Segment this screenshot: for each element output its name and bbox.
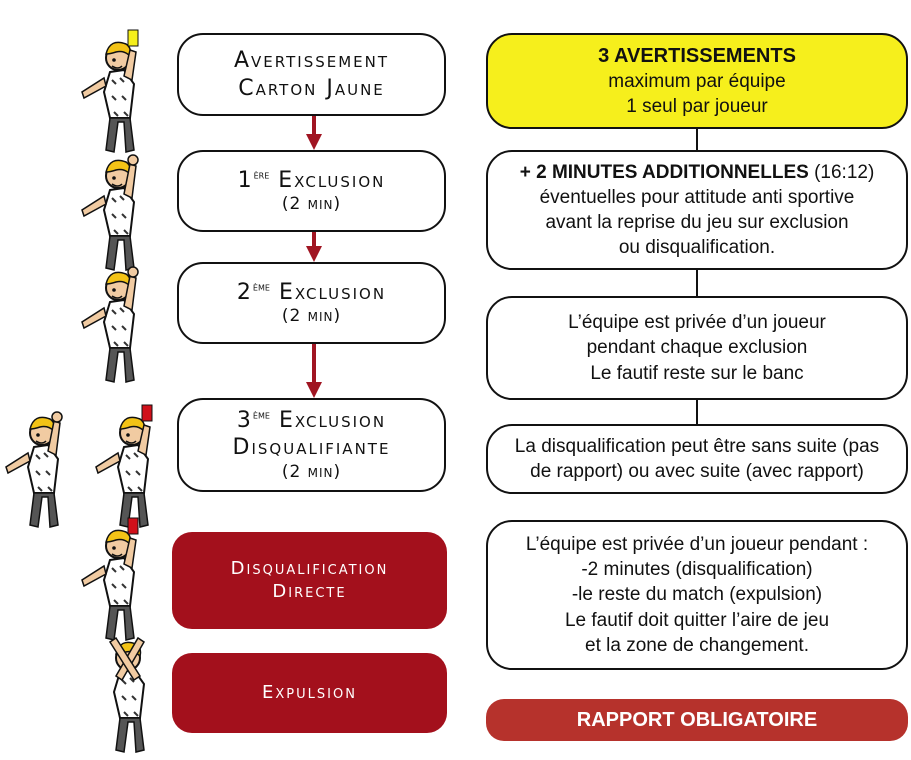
second-exclusion-duration: (2 min)	[281, 306, 342, 327]
warnings-title: 3 AVERTISSEMENTS	[598, 44, 796, 67]
direct-disqualification-box: Disqualification Directe	[172, 532, 447, 629]
additional-minutes-title-row: + 2 MINUTES ADDITIONNELLES (16:12)	[520, 160, 875, 185]
first-exclusion-number: 1	[237, 167, 254, 193]
warning-line1: Avertissement	[233, 48, 390, 73]
exclusion-effect-box: L’équipe est privée d’un joueur pendant …	[486, 296, 908, 400]
referee-red-card-icon	[95, 404, 153, 528]
exclusion-effect-line2: pendant chaque exclusion	[586, 337, 808, 359]
third-exclusion-duration: (2 min)	[281, 461, 342, 482]
direct-disqualification-line2: Directe	[272, 580, 347, 602]
team-penalty-line3: -le reste du match (expulsion)	[571, 584, 823, 606]
first-exclusion-duration: (2 min)	[281, 194, 342, 215]
second-exclusion-box: 2ème Exclusion (2 min)	[177, 262, 446, 344]
connector-line	[696, 400, 698, 424]
expulsion-box: Expulsion	[172, 653, 447, 733]
referee-time-signal-icon	[5, 411, 63, 528]
warnings-info-box: 3 AVERTISSEMENTS maximum par équipe 1 se…	[486, 33, 908, 129]
referee-crossed-arms-icon	[108, 636, 146, 753]
second-exclusion-title: 2ème Exclusion	[237, 279, 386, 307]
referee-time-signal-icon	[81, 154, 139, 271]
referee-yellow-card-icon	[81, 29, 139, 154]
additional-minutes-line1: éventuelles pour attitude anti sportive	[539, 186, 855, 208]
first-exclusion-word: Exclusion	[278, 167, 386, 193]
disqualification-report-box: La disqualification peut être sans suite…	[486, 424, 908, 494]
team-penalty-line5: et la zone de changement.	[585, 634, 809, 656]
third-exclusion-line2: Disqualifiante	[232, 435, 391, 461]
third-exclusion-word: Exclusion	[278, 407, 387, 433]
disqualification-report-line2: de rapport) ou avec suite (avec rapport)	[530, 461, 864, 482]
down-arrow-icon	[306, 344, 322, 398]
third-exclusion-sup: ème	[252, 408, 270, 422]
warnings-line1: maximum par équipe	[608, 71, 786, 93]
exclusion-effect-line1: L’équipe est privée d’un joueur	[568, 312, 826, 334]
down-arrow-icon	[306, 232, 322, 262]
team-penalty-line4: Le fautif doit quitter l’aire de jeu	[564, 609, 830, 631]
expulsion-label: Expulsion	[262, 681, 357, 703]
direct-disqualification-line1: Disqualification	[230, 558, 389, 579]
referee-time-signal-icon	[81, 266, 139, 383]
warnings-line2: 1 seul par joueur	[626, 96, 768, 118]
second-exclusion-sup: ème	[252, 280, 270, 294]
additional-minutes-line2: avant la reprise du jeu sur exclusion	[545, 212, 849, 233]
mandatory-report-banner: RAPPORT OBLIGATOIRE	[486, 699, 908, 741]
exclusion-effect-line3: Le fautif reste sur le banc	[590, 362, 804, 384]
connector-line	[696, 270, 698, 296]
second-exclusion-number: 2	[236, 279, 253, 305]
second-exclusion-word: Exclusion	[278, 279, 387, 305]
first-exclusion-box: 1ère Exclusion (2 min)	[177, 150, 446, 232]
additional-minutes-rule: (16:12)	[808, 161, 875, 183]
connector-line	[696, 129, 698, 150]
additional-minutes-title: + 2 MINUTES ADDITIONNELLES	[519, 161, 809, 183]
warning-line2: Carton Jaune	[238, 75, 385, 101]
down-arrow-icon	[306, 116, 322, 150]
first-exclusion-title: 1ère Exclusion	[238, 167, 386, 195]
disqualification-report-line1: La disqualification peut être sans suite…	[514, 435, 880, 457]
third-exclusion-title: 3ème Exclusion	[237, 407, 386, 435]
additional-minutes-box: + 2 MINUTES ADDITIONNELLES (16:12) évent…	[486, 150, 908, 270]
third-exclusion-box: 3ème Exclusion Disqualifiante (2 min)	[177, 398, 446, 492]
first-exclusion-sup: ère	[253, 168, 270, 182]
team-penalty-line2: -2 minutes (disqualification)	[581, 559, 813, 581]
team-penalty-line1: L’équipe est privée d’un joueur pendant …	[525, 534, 869, 556]
warning-box: Avertissement Carton Jaune	[177, 33, 446, 116]
additional-minutes-line3: ou disqualification.	[618, 237, 776, 259]
third-exclusion-number: 3	[236, 407, 253, 433]
team-penalty-box: L’équipe est privée d’un joueur pendant …	[486, 520, 908, 670]
referee-red-card-icon	[81, 517, 139, 641]
